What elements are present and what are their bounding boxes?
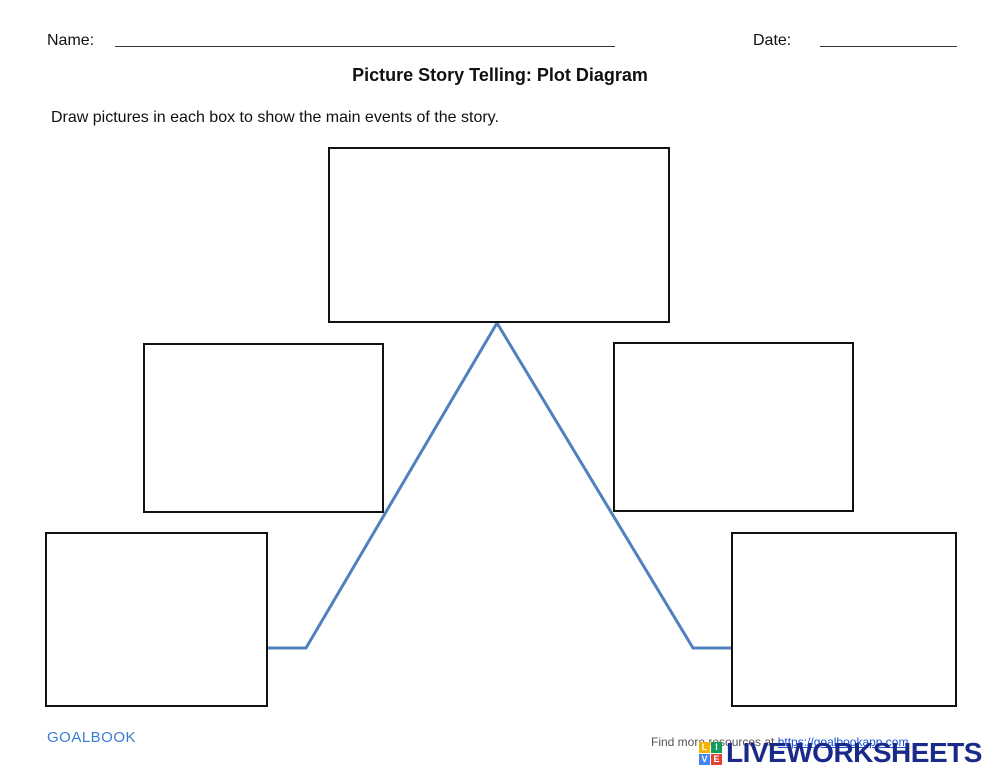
instructions-text: Draw pictures in each box to show the ma… <box>51 109 499 126</box>
liveworksheets-blocks-icon: L I V E <box>699 741 722 765</box>
plot-arc <box>267 321 733 650</box>
date-line[interactable] <box>820 46 957 47</box>
resolution-box[interactable] <box>731 532 957 707</box>
name-line[interactable] <box>115 46 615 47</box>
lw-block: L <box>699 741 710 753</box>
liveworksheets-logo: L I V E LIVEWORKSHEETS <box>699 738 982 768</box>
goalbook-logo: GOALBOOK <box>47 729 137 746</box>
lw-block: V <box>699 753 710 765</box>
liveworksheets-wordmark: LIVEWORKSHEETS <box>726 737 982 768</box>
climax-box[interactable] <box>328 147 670 323</box>
name-label: Name: <box>47 32 95 49</box>
footer-link[interactable]: https://goalbookapp.com <box>777 735 909 749</box>
lw-block: I <box>711 741 722 753</box>
rising-action-box[interactable] <box>143 343 384 513</box>
date-label: Date: <box>753 32 792 49</box>
lw-block: E <box>711 753 722 765</box>
falling-action-box[interactable] <box>613 342 854 512</box>
exposition-box[interactable] <box>45 532 268 707</box>
worksheet-title: Picture Story Telling: Plot Diagram <box>352 65 648 85</box>
